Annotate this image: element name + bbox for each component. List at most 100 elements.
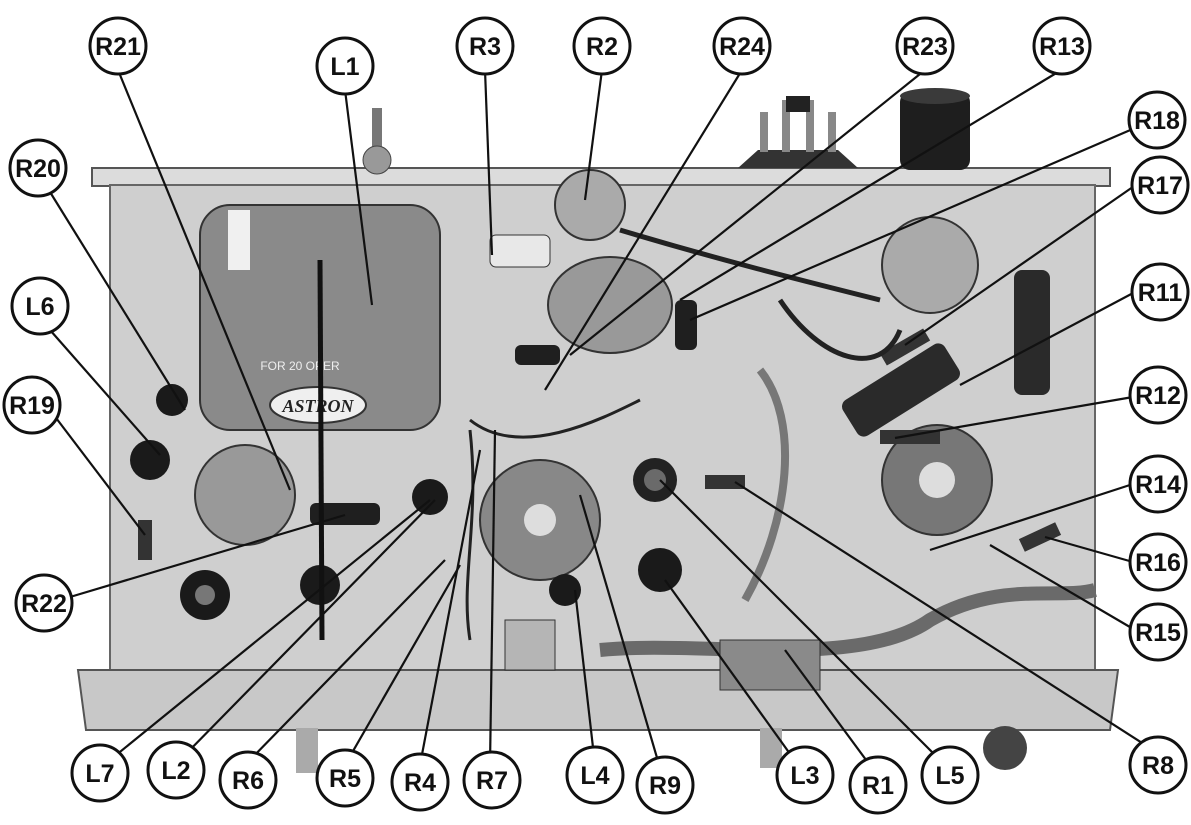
coil-l6-upper xyxy=(156,384,188,416)
callout-l7-circle xyxy=(70,743,130,803)
callout-r9[interactable]: R9 xyxy=(635,755,695,815)
callout-r2-circle xyxy=(572,16,632,76)
callout-r8[interactable]: R8 xyxy=(1128,735,1188,795)
dual-pot xyxy=(547,256,673,354)
callout-r19[interactable]: R19 xyxy=(2,375,62,435)
callout-r11-circle xyxy=(1130,262,1190,322)
callout-r24[interactable]: R24 xyxy=(712,16,772,76)
callout-l4-label: L4 xyxy=(580,762,609,790)
resistor-r3 xyxy=(489,234,551,268)
tube-key xyxy=(786,96,810,112)
coil-l5-core xyxy=(644,469,666,491)
callout-r7-circle xyxy=(462,750,522,810)
leader-r11 xyxy=(959,291,1136,386)
callout-r5[interactable]: R5 xyxy=(315,748,375,808)
callout-r11-label: R11 xyxy=(1138,279,1183,307)
cable-harness-2 xyxy=(741,367,790,602)
callout-r13[interactable]: R13 xyxy=(1032,16,1092,76)
leader-r7 xyxy=(488,429,497,766)
resistor-r19 xyxy=(138,520,152,560)
callout-r21-label: R21 xyxy=(95,33,141,61)
callout-l4[interactable]: L4 xyxy=(565,745,625,805)
callout-l6-label: L6 xyxy=(25,293,54,321)
wire-bundle-top xyxy=(619,227,881,303)
binding-post xyxy=(372,108,382,170)
tube-socket-top xyxy=(738,150,858,168)
leader-r14 xyxy=(929,482,1134,552)
leader-r9 xyxy=(578,494,662,769)
callout-r18-label: R18 xyxy=(1134,107,1180,135)
callout-r17-label: R17 xyxy=(1137,172,1183,200)
callout-l3-label: L3 xyxy=(790,762,819,790)
callout-l5-circle xyxy=(920,745,980,805)
callout-r12[interactable]: R12 xyxy=(1128,365,1188,425)
callout-r3-label: R3 xyxy=(469,33,501,61)
electrolytic-cap-1 xyxy=(1014,270,1050,395)
callout-r17-circle xyxy=(1130,155,1190,215)
leader-r5 xyxy=(344,564,461,766)
callout-r16[interactable]: R16 xyxy=(1128,532,1188,592)
callout-r23[interactable]: R23 xyxy=(895,16,955,76)
callout-r24-circle xyxy=(712,16,772,76)
foot-jack xyxy=(983,726,1027,770)
callout-r15[interactable]: R15 xyxy=(1128,602,1188,662)
coil-l4 xyxy=(549,574,581,606)
callout-l2[interactable]: L2 xyxy=(146,740,206,800)
callout-r7[interactable]: R7 xyxy=(462,750,522,810)
leader-r18 xyxy=(689,126,1136,322)
tube-pin-1 xyxy=(760,112,768,152)
leader-l1 xyxy=(343,89,374,306)
coil-l3 xyxy=(638,548,682,592)
callout-r3-circle xyxy=(455,16,515,76)
callout-r21[interactable]: R21 xyxy=(88,16,148,76)
callout-r5-label: R5 xyxy=(329,765,361,793)
callout-r18[interactable]: R18 xyxy=(1127,90,1187,150)
callout-l3-circle xyxy=(775,745,835,805)
callout-l1[interactable]: L1 xyxy=(315,36,375,96)
tube-pin-4 xyxy=(828,112,836,152)
callout-r17[interactable]: R17 xyxy=(1130,155,1190,215)
callout-r8-circle xyxy=(1128,735,1188,795)
leader-r23 xyxy=(569,69,926,356)
callout-l7-label: L7 xyxy=(85,760,114,788)
callout-l6[interactable]: L6 xyxy=(10,276,70,336)
callout-l1-circle xyxy=(315,36,375,96)
control-knob xyxy=(900,92,970,170)
callout-l7[interactable]: L7 xyxy=(70,743,130,803)
chassis-photo: ASTRON FOR 20 OPER xyxy=(76,88,1120,773)
foot-left xyxy=(296,728,318,773)
callout-r15-circle xyxy=(1128,602,1188,662)
pot-r1 xyxy=(719,639,821,691)
callout-l5[interactable]: L5 xyxy=(920,745,980,805)
callout-l3[interactable]: L3 xyxy=(775,745,835,805)
callout-r22[interactable]: R22 xyxy=(14,573,74,633)
callout-r2-label: R2 xyxy=(586,33,618,61)
callout-r4[interactable]: R4 xyxy=(390,752,450,812)
callout-r12-label: R12 xyxy=(1135,382,1181,410)
coil-l6 xyxy=(130,440,170,480)
callout-r2[interactable]: R2 xyxy=(572,16,632,76)
resistor-r17 xyxy=(879,328,931,366)
callout-r20[interactable]: R20 xyxy=(8,138,68,198)
callout-r1[interactable]: R1 xyxy=(848,755,908,815)
leader-r21 xyxy=(116,69,292,491)
callout-r6[interactable]: R6 xyxy=(218,750,278,810)
leader-r12 xyxy=(894,395,1134,440)
leader-l6 xyxy=(49,329,161,456)
leader-r3 xyxy=(483,69,494,256)
callout-l2-circle xyxy=(146,740,206,800)
callout-r23-circle xyxy=(895,16,955,76)
callout-r14[interactable]: R14 xyxy=(1128,454,1188,514)
tube-pin-2 xyxy=(782,100,790,152)
leader-l5 xyxy=(659,479,946,766)
callout-r14-circle xyxy=(1128,454,1188,514)
callout-r3[interactable]: R3 xyxy=(455,16,515,76)
resistor-r18 xyxy=(675,300,697,350)
callout-r11[interactable]: R11 xyxy=(1130,262,1190,322)
leader-l2 xyxy=(179,499,436,761)
callout-r8-label: R8 xyxy=(1142,752,1174,780)
octal-socket-center-hub xyxy=(524,504,556,536)
callout-r19-label: R19 xyxy=(9,392,55,420)
callout-l2-label: L2 xyxy=(161,757,190,785)
